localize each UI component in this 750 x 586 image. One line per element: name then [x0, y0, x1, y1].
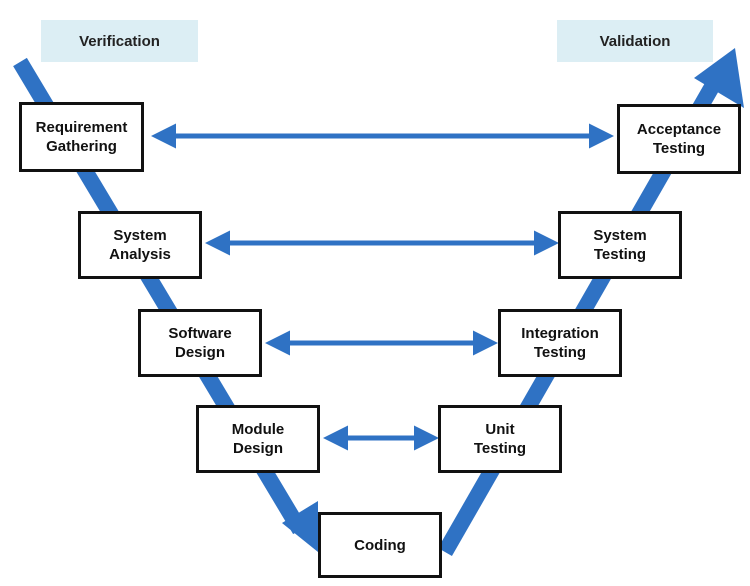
phase-label-line1: System: [593, 227, 647, 244]
phase-label-line1: Unit: [485, 421, 515, 438]
phase-acceptance-testing: Acceptance Testing: [617, 104, 741, 174]
phase-label-line1: Integration: [521, 325, 599, 342]
verification-header-label: Verification: [79, 32, 160, 50]
phase-coding: Coding: [318, 512, 442, 578]
phase-label-line2: Design: [232, 440, 283, 457]
phase-label-line1: Requirement: [35, 119, 128, 136]
phase-label-line2: Design: [174, 344, 225, 361]
phase-system-analysis: System Analysis: [78, 211, 202, 279]
verification-arrowhead: [282, 501, 318, 552]
phase-label-line1: Module: [231, 421, 285, 438]
phase-label-line1: System: [113, 227, 167, 244]
phase-unit-testing: Unit Testing: [438, 405, 562, 473]
phase-module-design: Module Design: [196, 405, 320, 473]
validation-header: Validation: [557, 20, 713, 62]
phase-label-line2: Testing: [593, 246, 647, 263]
phase-software-design: Software Design: [138, 309, 262, 377]
phase-system-testing: System Testing: [558, 211, 682, 279]
phase-label-line2: Testing: [533, 344, 587, 361]
verification-header: Verification: [41, 20, 198, 62]
phase-label-line1: Software: [168, 325, 232, 342]
phase-label-line2: Testing: [473, 440, 527, 457]
phase-label-line2: Testing: [652, 140, 706, 157]
phase-requirement-gathering: Requirement Gathering: [19, 102, 144, 172]
phase-integration-testing: Integration Testing: [498, 309, 622, 377]
validation-arrowhead: [694, 48, 744, 108]
phase-label: Coding: [354, 536, 406, 554]
phase-label-line1: Acceptance: [636, 121, 722, 138]
phase-label-line2: Analysis: [109, 246, 171, 263]
phase-label-line2: Gathering: [46, 138, 117, 155]
validation-header-label: Validation: [599, 32, 671, 50]
